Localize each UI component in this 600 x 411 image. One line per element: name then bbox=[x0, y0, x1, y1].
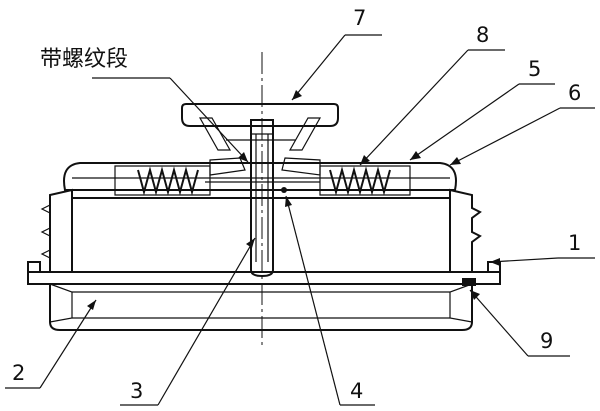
top-cover-part-6 bbox=[63, 162, 457, 196]
label-part-6: 6 bbox=[568, 81, 581, 105]
spring-right-part-8 bbox=[329, 166, 391, 196]
valve-seat-part-5 bbox=[205, 157, 321, 183]
spring-left bbox=[137, 166, 199, 196]
annotation-threaded-section: 带螺纹段 bbox=[40, 47, 128, 72]
housing-part-1 bbox=[27, 188, 501, 285]
label-part-1: 1 bbox=[568, 231, 581, 255]
label-part-4: 4 bbox=[350, 379, 363, 403]
bolt-stem-part-3 bbox=[250, 119, 274, 278]
label-part-7: 7 bbox=[353, 6, 366, 30]
bottom-cap-part-2 bbox=[49, 283, 473, 331]
label-part-3: 3 bbox=[130, 379, 143, 403]
label-part-2: 2 bbox=[12, 361, 25, 385]
leader-lines bbox=[5, 34, 595, 406]
label-part-9: 9 bbox=[540, 329, 553, 353]
label-part-5: 5 bbox=[528, 57, 541, 81]
gasket-part-9 bbox=[462, 278, 476, 286]
knob-part-7 bbox=[181, 103, 339, 151]
seal-ring-part-4 bbox=[281, 187, 287, 193]
label-part-8: 8 bbox=[476, 23, 489, 47]
